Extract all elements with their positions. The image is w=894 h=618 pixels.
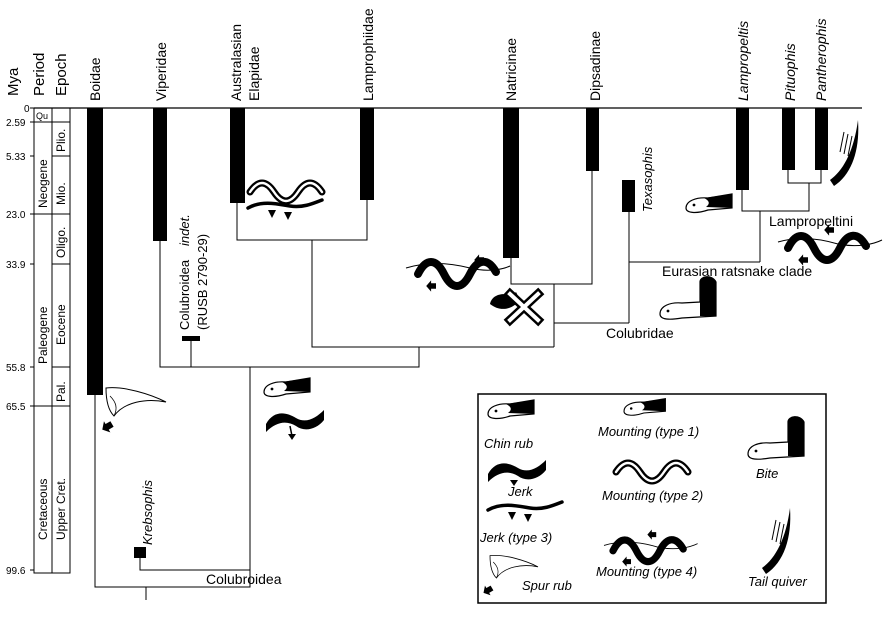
epoch-eocene: Eocene [54,304,68,345]
legend-chin-rub: Chin rub [484,399,535,451]
taxon-krebsophis: Krebsophis [140,479,155,545]
legend-tail-quiver: Tail quiver [748,507,807,589]
epoch-miocene: Mio. [54,182,68,205]
clade-colubroidea: Colubroidea [206,571,282,587]
period-cretaceous: Cretaceous [36,479,50,540]
legend-mounting-type4-icon [603,529,698,567]
bar-lamprophiidae [360,108,374,200]
taxon-texasophis: Texasophis [640,146,655,212]
taxon-viperidae: Viperidae [153,42,169,101]
jerk-icon [266,410,324,440]
bar-texasophis [622,180,635,212]
epoch-oligocene: Oligo. [54,227,68,258]
tree-branches [94,170,822,600]
crossed-chin-rub-icon [490,287,545,327]
period-neogene: Neogene [36,159,50,208]
jerk-type3-icon [246,198,324,220]
epoch-upper-cretaceous: Upper Cret. [54,478,68,540]
taxon-lamprophiidae: Lamprophiidae [360,8,376,101]
bar-viperidae [153,108,167,241]
bar-boidae [87,108,103,395]
taxon-boidae: Boidae [87,57,103,101]
column-headers: Mya Period Epoch [5,53,70,96]
age-99-6: 99.6 [6,566,26,577]
bar-colubroidea-indet [182,336,200,341]
legend-bite: Bite [747,416,805,481]
legend-spur-rub-label: Spur rub [522,578,572,593]
legend-chin-rub-label: Chin rub [484,436,533,451]
chin-rub-icon [263,377,311,398]
legend-tail-quiver-label: Tail quiver [748,574,807,589]
bar-pituophis [782,108,795,170]
taxon-australasian: Australasian [228,24,244,101]
age-ticks: 0 2.59 5.33 23.0 33.9 55.8 65.5 99.6 [6,104,30,577]
age-0: 0 [24,104,30,115]
legend-jerk-type3-icon [486,500,564,522]
age-5-33: 5.33 [6,152,26,163]
tail-quiver-icon [829,119,859,187]
legend-jerk-icon [488,460,546,486]
bar-natricinae [503,108,519,258]
epoch-quaternary: Qu [36,111,48,121]
age-2-59: 2.59 [6,118,26,129]
epoch-pliocene: Plio. [54,129,68,152]
clade-lampropeltini: Lampropeltini [769,213,853,229]
spur-rub-icon [99,387,167,436]
taxon-elapidae: Elapidae [246,46,262,101]
taxon-lampropeltis: Lampropeltis [735,21,751,101]
legend-mounting-type4: Mounting (type 4) [596,529,698,579]
mounting-type1-icon [685,193,733,214]
header-period: Period [31,53,48,96]
bite-icon [659,276,717,320]
header-epoch: Epoch [53,53,70,96]
legend-mounting-type1-label: Mounting (type 1) [598,424,699,439]
legend-mounting-type4-label: Mounting (type 4) [596,564,697,579]
legend-jerk-type3: Jerk (type 3) [479,500,564,545]
taxon-colubroidea-indet-3: (RUSB 2790-29) [195,234,210,330]
clade-eurasian-ratsnake: Eurasian ratsnake clade [662,263,812,279]
clade-colubridae: Colubridae [606,325,674,341]
legend: Chin rub Jerk Jerk (type 3) Spur rub [477,393,827,604]
time-scale [30,107,862,574]
lampropeltini-mounting-icon [777,224,883,266]
taxon-labels: Boidae Viperidae Australasian Elapidae L… [87,8,829,545]
taxon-pituophis: Pituophis [782,43,798,101]
bar-pantherophis [815,108,828,170]
taxon-colubroidea-indet-1: Colubroidea [177,259,192,330]
legend-mounting-type2: Mounting (type 2) [602,463,703,503]
legend-jerk-label: Jerk [507,484,534,499]
legend-bite-label: Bite [756,466,778,481]
taxon-natricinae: Natricinae [503,38,519,101]
clade-labels: Colubroidea Colubridae Eurasian ratsnake… [206,213,853,587]
legend-mounting-type1: Mounting (type 1) [598,398,699,439]
bar-krebsophis [134,547,146,558]
legend-jerk: Jerk [488,460,546,499]
age-23: 23.0 [6,210,26,221]
legend-jerk-type3-label: Jerk (type 3) [479,530,552,545]
epoch-labels: Qu Plio. Mio. Oligo. Eocene Pal. Upper C… [36,111,68,540]
bar-lampropeltis [736,108,749,190]
mounting-type2-icon [250,183,322,201]
taxon-dipsadinae: Dipsadinae [587,31,603,101]
mounting-type4-icon [405,254,511,292]
period-labels: Neogene Paleogene Cretaceous [36,159,50,540]
bar-dipsadinae [586,108,599,171]
taxon-pantherophis: Pantherophis [813,18,829,101]
legend-mounting-type2-label: Mounting (type 2) [602,488,703,503]
lineage-bars [87,108,828,558]
bar-elapidae [230,108,245,203]
age-55-8: 55.8 [6,363,26,374]
age-33-9: 33.9 [6,260,26,271]
legend-spur-rub: Spur rub [480,554,572,598]
age-65-5: 65.5 [6,402,26,413]
period-paleogene: Paleogene [36,306,50,364]
epoch-paleocene: Pal. [54,381,68,402]
taxon-colubroidea-indet-2: indet. [177,214,192,246]
header-mya: Mya [5,67,22,96]
tree-icons [99,119,883,440]
